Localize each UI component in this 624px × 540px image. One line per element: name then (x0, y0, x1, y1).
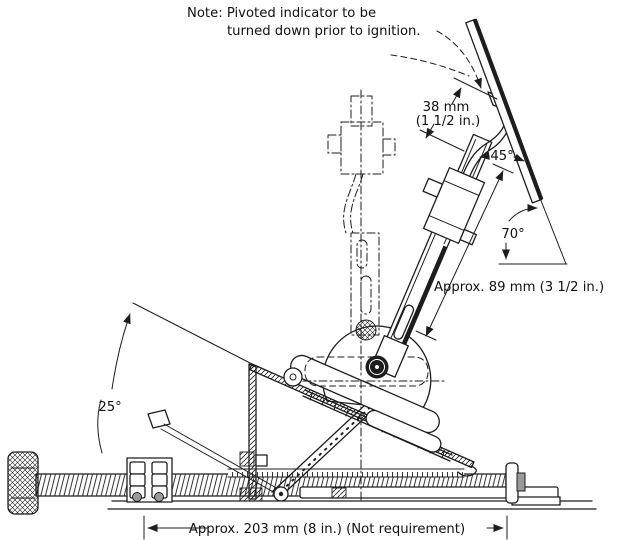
dim-38mm-label-in: (1 1/2 in.) (416, 114, 481, 129)
lock-knob (365, 355, 389, 379)
clamp-block (422, 167, 486, 244)
phantom-clamp-bolt (327, 134, 342, 154)
note-text: Note: Pivoted indicator to be turned dow… (187, 6, 421, 39)
phantom-knob (355, 319, 377, 341)
dim-203mm: Approx. 203 mm (8 in.) (Not requirement) (143, 515, 508, 540)
bolt-end (132, 492, 142, 502)
column-slot (360, 275, 372, 315)
dim-38mm-label: 38 mm (423, 100, 470, 115)
dim-89mm: Approx. 89 mm (3 1/2 in.) (415, 163, 604, 341)
lever-rod (147, 409, 281, 495)
angle-25-label: 25° (98, 400, 121, 415)
slide-bar (299, 486, 559, 499)
angle-70: 70° (498, 197, 568, 265)
incline-reference-line (132, 302, 253, 365)
phantom-clamp-bolt (382, 138, 396, 156)
phantom-indicator-column (327, 89, 396, 376)
roller (283, 367, 303, 387)
dim-89mm-label: Approx. 89 mm (3 1/2 in.) (434, 280, 604, 295)
dim-38mm: 38 mm (1 1/2 in.) (416, 77, 498, 152)
rack-strip (227, 468, 465, 478)
angle-70-label: 70° (501, 227, 524, 242)
left-bracket (126, 457, 173, 503)
angle-45-label: 45° (490, 149, 513, 164)
angle-25: 25° (97, 313, 131, 454)
note-leader-line (436, 30, 482, 89)
right-bracket (505, 462, 561, 506)
platform-end-curl (457, 465, 477, 477)
column-slot (356, 239, 368, 269)
blade-dark-edge (472, 18, 544, 201)
note-line-1: Note: Pivoted indicator to be (187, 6, 376, 21)
indicator-swing-arc (390, 54, 470, 77)
bolt-end (154, 492, 164, 502)
arm-slot (393, 304, 415, 340)
dim-203mm-label: Approx. 203 mm (8 in.) (Not requirement) (189, 522, 465, 537)
rod-end-nut (516, 472, 526, 492)
note-line-2: turned down prior to ignition. (227, 24, 421, 39)
angle-45: 45° (479, 149, 525, 164)
thumb-screw-knob (7, 451, 39, 515)
